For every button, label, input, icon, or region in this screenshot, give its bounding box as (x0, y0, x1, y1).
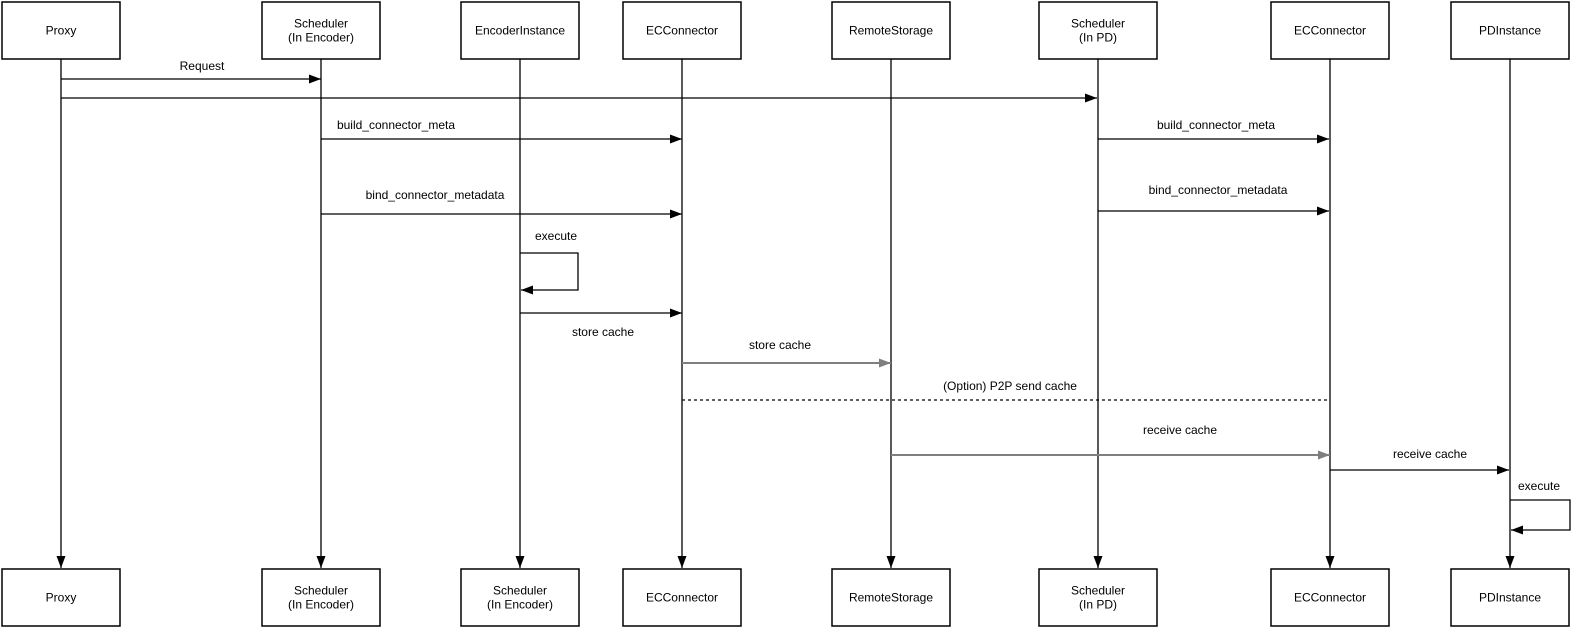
participant-scheduler-pd-top-box (1038, 1, 1158, 60)
message-execute-encoder-label: execute (535, 229, 577, 243)
participant-pd-instance-bottom-box (1450, 568, 1570, 627)
participant-remote-storage-top-label: RemoteStorage (849, 24, 933, 38)
participant-scheduler-encoder-top-box (261, 1, 381, 60)
participant-scheduler-encoder-top-label: Scheduler(In Encoder) (288, 17, 354, 45)
message-store-cache-remotestorage-label: store cache (749, 338, 811, 352)
message-receive-cache-ecconnector: receive cache (891, 423, 1330, 460)
participant-encoder-instance-top-label-line: EncoderInstance (475, 24, 565, 38)
participant-proxy-bottom-label: Proxy (46, 591, 77, 605)
participant-encoder-instance-top-label: EncoderInstance (475, 24, 565, 38)
participant-ec-connector-pd-top-label: ECConnector (1294, 24, 1366, 38)
message-bind-connector-metadata-encoder-label: bind_connector_metadata (366, 188, 505, 202)
message-build-connector-meta-pd: build_connector_meta (1098, 118, 1329, 144)
message-execute-pd-label: execute (1518, 479, 1560, 493)
participant-encoder-instance-top-box (460, 1, 580, 60)
participant-scheduler-encoder-bottom-box (261, 568, 381, 627)
participant-encoder-instance-bottom-label-line: Scheduler (493, 584, 547, 598)
participant-proxy-bottom-box (1, 568, 121, 627)
participant-proxy-top-box (1, 1, 121, 60)
message-bind-connector-metadata-encoder: bind_connector_metadata (321, 188, 682, 219)
message-execute-encoder-self-loop (520, 252, 579, 295)
message-build-connector-meta-encoder-label: build_connector_meta (337, 118, 455, 132)
participant-scheduler-encoder-bottom-label-line: Scheduler (294, 584, 348, 598)
participant-remote-storage-top-label-line: RemoteStorage (849, 24, 933, 38)
message-receive-cache-pdinstance: receive cache (1330, 447, 1509, 475)
participant-ec-connector-encoder-top-label: ECConnector (646, 24, 718, 38)
participant-proxy-bottom-label-line: Proxy (46, 591, 77, 605)
participant-encoder-instance-bottom-box (460, 568, 580, 627)
participant-proxy-top-label: Proxy (46, 24, 77, 38)
participant-pd-instance-bottom-label: PDInstance (1479, 591, 1541, 605)
message-bind-connector-metadata-pd-label: bind_connector_metadata (1149, 183, 1288, 197)
participant-ec-connector-pd-top-label-line: ECConnector (1294, 24, 1366, 38)
message-execute-pd-self-loop (1510, 499, 1571, 535)
messages-layer: Request build_connector_meta build_connect… (61, 59, 1571, 535)
participant-scheduler-pd-top-label-line: (In PD) (1079, 31, 1117, 45)
message-build-connector-meta-encoder: build_connector_meta (321, 118, 682, 144)
participant-scheduler-encoder-top-label-line: (In Encoder) (288, 31, 354, 45)
message-store-cache-ecconnector-label: store cache (572, 325, 634, 339)
lifelines-layer (56, 59, 1515, 568)
participant-ec-connector-encoder-top-label-line: ECConnector (646, 24, 718, 38)
message-receive-cache-ecconnector-label: receive cache (1143, 423, 1217, 437)
participant-remote-storage-bottom-box (831, 568, 951, 627)
participant-ec-connector-encoder-top-box (622, 1, 742, 60)
participant-scheduler-pd-top-label: Scheduler(In PD) (1071, 17, 1125, 45)
participant-ec-connector-pd-bottom-box (1270, 568, 1390, 627)
participant-pd-instance-top-box (1450, 1, 1570, 60)
participant-pd-instance-top-label: PDInstance (1479, 24, 1541, 38)
message-execute-encoder: execute (520, 229, 579, 295)
participant-scheduler-pd-bottom-box (1038, 568, 1158, 627)
message-store-cache-ecconnector: store cache (520, 308, 682, 339)
message-build-connector-meta-pd-label: build_connector_meta (1157, 118, 1275, 132)
participant-remote-storage-bottom-label: RemoteStorage (849, 591, 933, 605)
participant-pd-instance-top-label-line: PDInstance (1479, 24, 1541, 38)
participant-scheduler-pd-bottom-label: Scheduler(In PD) (1071, 584, 1125, 612)
participant-encoder-instance-bottom-label: Scheduler(In Encoder) (487, 584, 553, 612)
participant-ec-connector-encoder-bottom-label: ECConnector (646, 591, 718, 605)
participant-encoder-instance-bottom-label-line: (In Encoder) (487, 598, 553, 612)
participant-ec-connector-encoder-bottom-label-line: ECConnector (646, 591, 718, 605)
participant-scheduler-pd-top-label-line: Scheduler (1071, 17, 1125, 31)
message-receive-cache-pdinstance-label: receive cache (1393, 447, 1467, 461)
participant-ec-connector-encoder-bottom-box (622, 568, 742, 627)
message-bind-connector-metadata-pd: bind_connector_metadata (1098, 183, 1329, 216)
participant-scheduler-pd-bottom-label-line: Scheduler (1071, 584, 1125, 598)
message-request-label: Request (180, 59, 225, 73)
participant-proxy-top-label-line: Proxy (46, 24, 77, 38)
message-execute-pd: execute (1510, 479, 1571, 535)
participant-ec-connector-pd-bottom-label-line: ECConnector (1294, 591, 1366, 605)
participant-ec-connector-pd-bottom-label: ECConnector (1294, 591, 1366, 605)
message-request: Request (61, 59, 321, 84)
message-store-cache-remotestorage: store cache (682, 338, 891, 368)
message-p2p-send-cache-label: (Option) P2P send cache (943, 379, 1077, 393)
message-p2p-send-cache: (Option) P2P send cache (682, 379, 1330, 401)
participant-scheduler-pd-bottom-label-line: (In PD) (1079, 598, 1117, 612)
participant-scheduler-encoder-bottom-label: Scheduler(In Encoder) (288, 584, 354, 612)
participant-remote-storage-top-box (831, 1, 951, 60)
participant-ec-connector-pd-top-box (1270, 1, 1390, 60)
participant-scheduler-encoder-top-label-line: Scheduler (294, 17, 348, 31)
participant-scheduler-encoder-bottom-label-line: (In Encoder) (288, 598, 354, 612)
participant-remote-storage-bottom-label-line: RemoteStorage (849, 591, 933, 605)
participant-pd-instance-bottom-label-line: PDInstance (1479, 591, 1541, 605)
